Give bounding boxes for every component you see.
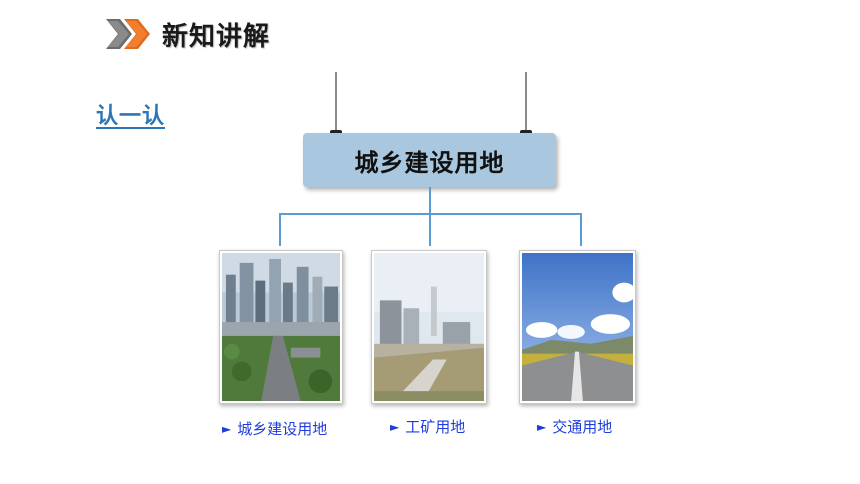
play-triangle-icon: ► bbox=[390, 419, 400, 434]
hanging-wire-right bbox=[525, 72, 527, 134]
highway-road-photo bbox=[519, 250, 636, 404]
activity-label: 认一认 bbox=[96, 104, 166, 129]
section-header: 新知讲解 bbox=[104, 14, 270, 54]
caption-label: 工矿用地 bbox=[405, 418, 466, 436]
industrial-plant-photo bbox=[371, 250, 487, 404]
main-category-sign: 城乡建设用地 bbox=[303, 133, 556, 187]
play-triangle-icon: ► bbox=[537, 419, 547, 434]
section-title: 新知讲解 bbox=[162, 21, 271, 52]
caption-transportation-land: ► 交通用地 bbox=[537, 416, 612, 437]
caption-urban-construction-land: ► 城乡建设用地 bbox=[222, 418, 327, 439]
city-buildings-photo bbox=[219, 250, 343, 404]
caption-label: 交通用地 bbox=[552, 418, 613, 436]
play-triangle-icon: ► bbox=[222, 421, 232, 436]
hanging-wire-left bbox=[335, 72, 337, 134]
caption-label: 城乡建设用地 bbox=[237, 420, 328, 438]
double-chevron-icon bbox=[106, 19, 150, 49]
caption-industrial-mining-land: ► 工矿用地 bbox=[390, 416, 465, 437]
